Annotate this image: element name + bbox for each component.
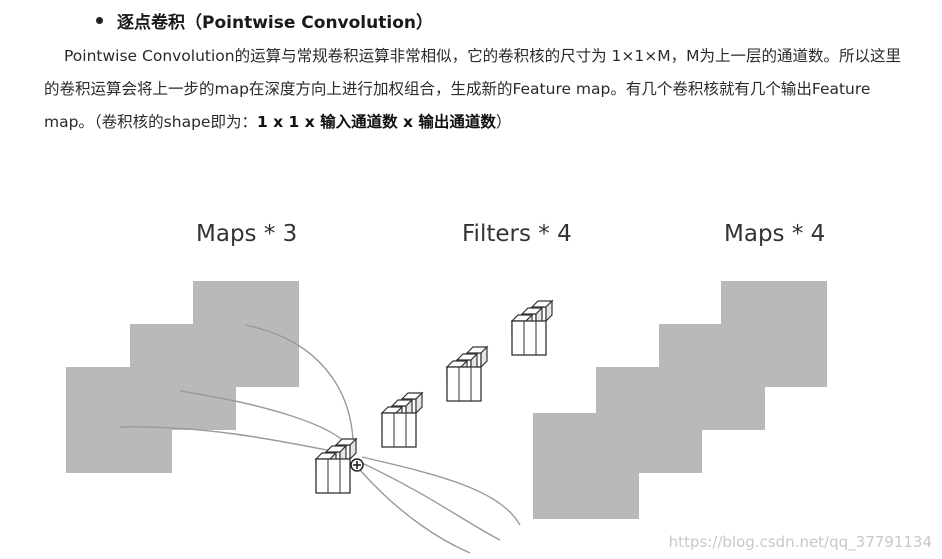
- input-arrows: [119, 324, 354, 454]
- heading-text: 逐点卷积（Pointwise Convolution）: [117, 13, 433, 33]
- filter-2: [447, 347, 487, 401]
- figure-svg: [119, 195, 942, 554]
- paragraph-text: Pointwise Convolution的运算与常规卷积运算非常相似，它的卷积…: [44, 47, 901, 131]
- bullet-icon: [96, 17, 103, 24]
- input-map-1: [66, 367, 172, 473]
- filter-active: [316, 439, 356, 493]
- filter-3: [512, 301, 552, 355]
- plus-icon: [350, 458, 364, 472]
- label-maps-in: Maps * 3: [196, 221, 298, 247]
- label-maps-out: Maps * 4: [724, 221, 826, 247]
- pointwise-figure: Maps * 3 Filters * 4 Maps * 4: [0, 195, 942, 559]
- output-arrows: [359, 456, 521, 554]
- paragraph-bold: 1 x 1 x 输入通道数 x 输出通道数: [256, 113, 496, 131]
- watermark: https://blog.csdn.net/qq_37791134: [668, 533, 932, 551]
- output-map-1: [533, 413, 639, 519]
- body-paragraph: Pointwise Convolution的运算与常规卷积运算非常相似，它的卷积…: [44, 40, 904, 139]
- filter-1: [382, 393, 422, 447]
- label-filters: Filters * 4: [462, 221, 572, 247]
- paragraph-tail: ）: [495, 113, 512, 131]
- section-heading: 逐点卷积（Pointwise Convolution）: [96, 8, 433, 33]
